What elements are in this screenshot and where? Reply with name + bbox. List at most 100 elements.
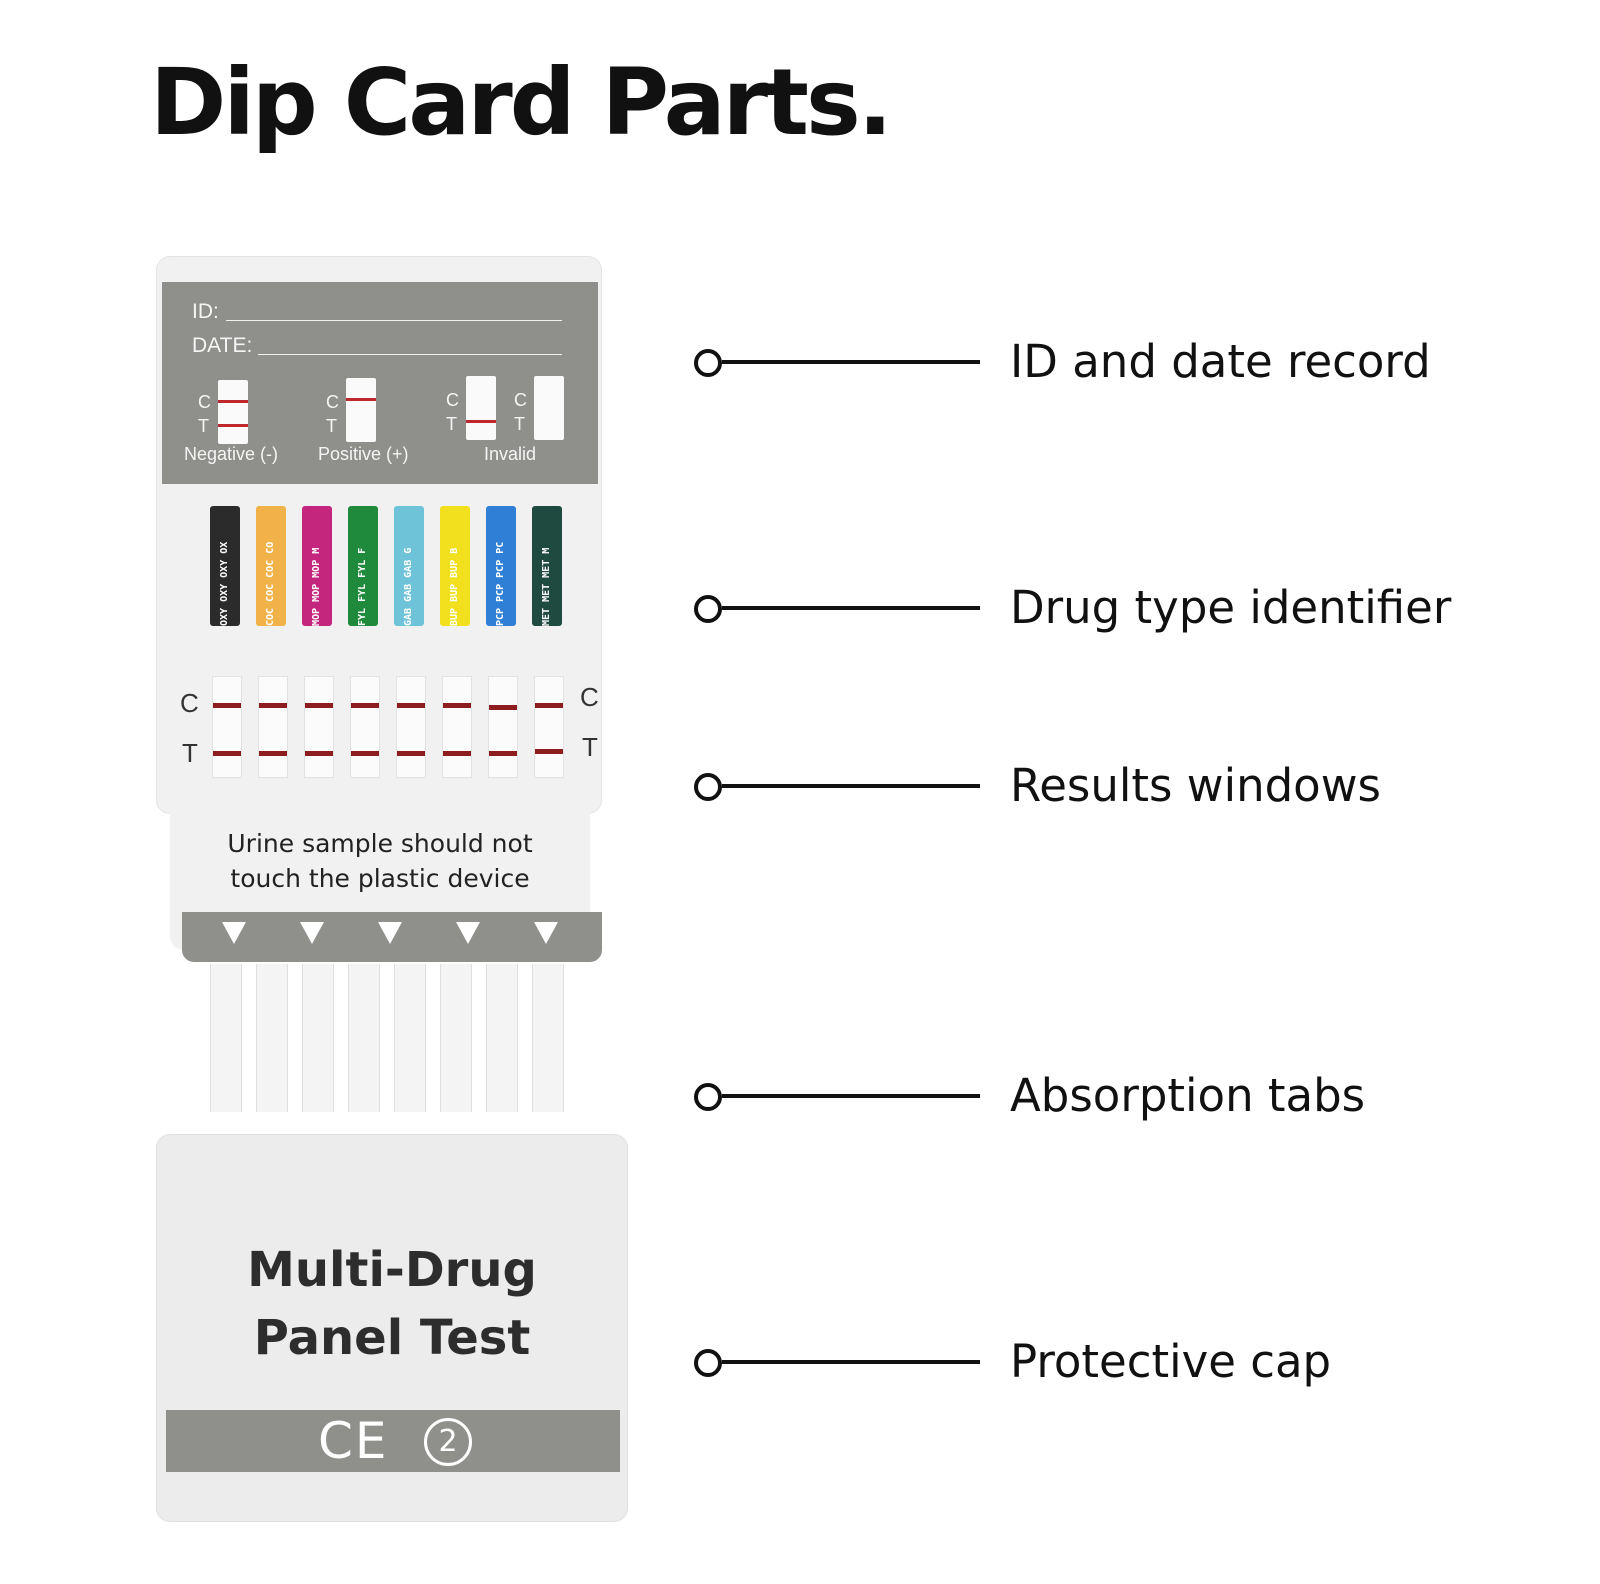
drug-strip-fyl: FYL FYL FYL F — [348, 506, 378, 626]
drug-code: OXY OXY OXY OX — [220, 541, 230, 626]
legend-inv2-c: C — [514, 390, 527, 410]
callout-label: ID and date record — [1010, 335, 1431, 388]
result-window — [258, 676, 288, 778]
drug-code: MOP MOP MOP M — [312, 547, 322, 626]
callout-line — [722, 360, 980, 364]
result-c-right: C — [580, 682, 599, 712]
control-line — [305, 703, 333, 708]
absorption-tab — [348, 964, 380, 1112]
warning-line-2: touch the plastic device — [230, 864, 530, 893]
drug-strip-mop: MOP MOP MOP M — [302, 506, 332, 626]
absorption-tab — [302, 964, 334, 1112]
drug-code: PCP PCP PCP PC — [496, 541, 506, 626]
result-t-left: T — [182, 738, 198, 768]
legend-inv2-t: T — [514, 414, 525, 434]
callout-dot-icon — [694, 1083, 722, 1111]
control-line — [535, 703, 563, 708]
absorption-tab — [532, 964, 564, 1112]
arrow-down-icon — [456, 922, 480, 944]
control-line — [443, 703, 471, 708]
callout-id-date: ID and date record — [694, 332, 1574, 392]
drug-code: COC COC COC CO — [266, 541, 276, 626]
page-title: Dip Card Parts. — [150, 49, 893, 156]
drug-strip-oxy: OXY OXY OXY OX — [210, 506, 240, 626]
control-line — [351, 703, 379, 708]
drug-strip-pcp: PCP PCP PCP PC — [486, 506, 516, 626]
callout-line — [722, 1094, 980, 1098]
test-line — [535, 749, 563, 754]
result-window — [350, 676, 380, 778]
result-window — [534, 676, 564, 778]
legend-invalid-label: Invalid — [484, 444, 537, 464]
test-line — [397, 751, 425, 756]
legend-invalid-window-2 — [534, 376, 564, 440]
drug-strip-met: MET MET MET M — [532, 506, 562, 626]
legend-positive-label: Positive (+) — [318, 444, 409, 464]
absorption-tab — [486, 964, 518, 1112]
callout-label: Protective cap — [1010, 1335, 1332, 1388]
result-window — [488, 676, 518, 778]
absorption-tab — [440, 964, 472, 1112]
dip-arrow-bar — [182, 912, 602, 962]
test-line — [489, 751, 517, 756]
id-date-panel: ID: DATE: C T Negative (-) C T Positive … — [162, 282, 598, 484]
legend-neg-t: T — [198, 416, 209, 436]
callout-label: Drug type identifier — [1010, 581, 1452, 634]
callout-dot-icon — [694, 349, 722, 377]
result-window — [212, 676, 242, 778]
callout-drug-type: Drug type identifier — [694, 578, 1574, 638]
id-label: ID: — [192, 300, 219, 323]
arrow-down-icon — [222, 922, 246, 944]
legend-negative-window — [218, 380, 248, 444]
legend-pos-c: C — [326, 392, 339, 412]
control-line — [259, 703, 287, 708]
callout-protective-cap: Protective cap — [694, 1332, 1574, 1392]
legend-negative-label: Negative (-) — [184, 444, 279, 464]
control-line — [218, 400, 248, 403]
result-window — [442, 676, 472, 778]
callout-dot-icon — [694, 1349, 722, 1377]
callout-line — [722, 1360, 980, 1364]
drug-code: MET MET MET M — [542, 547, 552, 626]
drug-strip-coc: COC COC COC CO — [256, 506, 286, 626]
callout-results-windows: Results windows — [694, 756, 1574, 816]
control-line — [397, 703, 425, 708]
drug-code: BUP BUP BUP B — [450, 547, 460, 626]
callout-dot-icon — [694, 595, 722, 623]
drug-code: GAB GAB GAB G — [404, 547, 414, 626]
callout-absorption-tabs: Absorption tabs — [694, 1066, 1574, 1126]
legend-pos-t: T — [326, 416, 337, 436]
legend-inv-t: T — [446, 414, 457, 434]
drug-strip-gab: GAB GAB GAB G — [394, 506, 424, 626]
control-line — [346, 398, 376, 401]
cap-title: Multi-Drug Panel Test — [156, 1236, 628, 1372]
test-line — [466, 420, 496, 423]
drug-code: FYL FYL FYL F — [358, 547, 368, 626]
do-not-reuse-icon: 2 — [424, 1418, 472, 1466]
arrow-down-icon — [378, 922, 402, 944]
result-c-left: C — [180, 688, 199, 718]
control-line — [489, 705, 517, 710]
callout-line — [722, 606, 980, 610]
ce-mark-icon: CE — [318, 1412, 389, 1470]
test-line — [259, 751, 287, 756]
legend-invalid-window-1 — [466, 376, 496, 440]
device-warning: Urine sample should not touch the plasti… — [170, 826, 590, 896]
legend-inv-c: C — [446, 390, 459, 410]
drug-strip-bup: BUP BUP BUP B — [440, 506, 470, 626]
control-line — [213, 703, 241, 708]
legend-positive-window — [346, 378, 376, 442]
callout-label: Absorption tabs — [1010, 1069, 1366, 1122]
test-line — [443, 751, 471, 756]
cap-title-line-2: Panel Test — [253, 1310, 531, 1366]
test-line — [213, 751, 241, 756]
arrow-down-icon — [300, 922, 324, 944]
arrow-down-icon — [534, 922, 558, 944]
result-t-right: T — [582, 732, 598, 762]
legend-neg-c: C — [198, 392, 211, 412]
result-window — [396, 676, 426, 778]
id-line — [226, 320, 562, 321]
cap-title-line-1: Multi-Drug — [247, 1242, 537, 1298]
absorption-tab — [210, 964, 242, 1112]
callout-dot-icon — [694, 773, 722, 801]
